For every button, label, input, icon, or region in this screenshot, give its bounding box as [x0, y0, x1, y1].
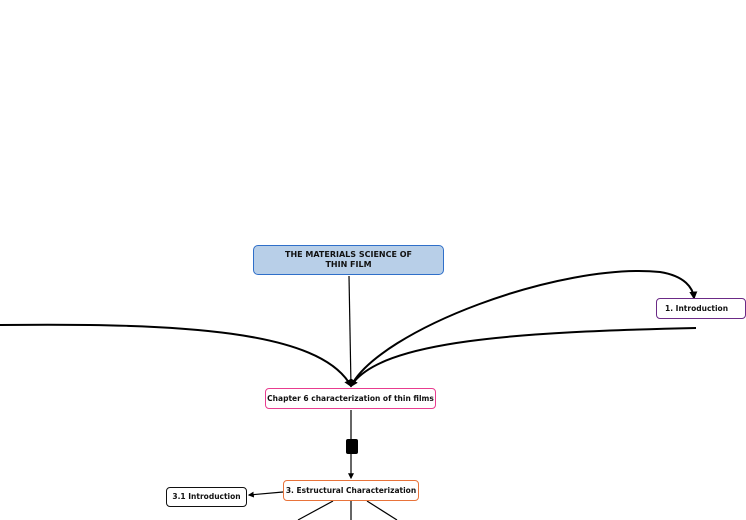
collapse-toggle-handle[interactable] [346, 439, 358, 454]
introduction-1-label: 1. Introduction [665, 303, 729, 313]
chapter-node[interactable]: Chapter 6 characterization of thin films [265, 388, 436, 409]
connector-chapter-to-introduction [350, 270, 698, 387]
root-node-label: THE MATERIALS SCIENCE OF THIN FILM [285, 249, 412, 269]
structural-node-label: 3. Estructural Characterization [285, 485, 417, 495]
introduction-3-1-label: 3.1 Introduction [172, 492, 241, 502]
chapter-node-label: Chapter 6 characterization of thin films [267, 393, 434, 403]
introduction-3-1-node[interactable]: 3.1 Introduction [166, 487, 247, 507]
connector-structural-child-left [297, 500, 334, 520]
mind-map-canvas: THE MATERIALS SCIENCE OF THIN FILM Chapt… [0, 245, 746, 520]
connector-right-to-chapter [350, 327, 697, 388]
connector-structural-to-intro [247, 491, 284, 498]
connector-structural-child-right [366, 500, 398, 520]
connector-layer [0, 270, 698, 520]
introduction-1-node[interactable]: 1. Introduction [656, 298, 746, 319]
connector-left-to-chapter [0, 323, 352, 388]
root-node[interactable]: THE MATERIALS SCIENCE OF THIN FILM [253, 245, 444, 275]
connector-root-to-chapter [347, 275, 354, 388]
structural-characterization-node[interactable]: 3. Estructural Characterization [283, 480, 419, 501]
